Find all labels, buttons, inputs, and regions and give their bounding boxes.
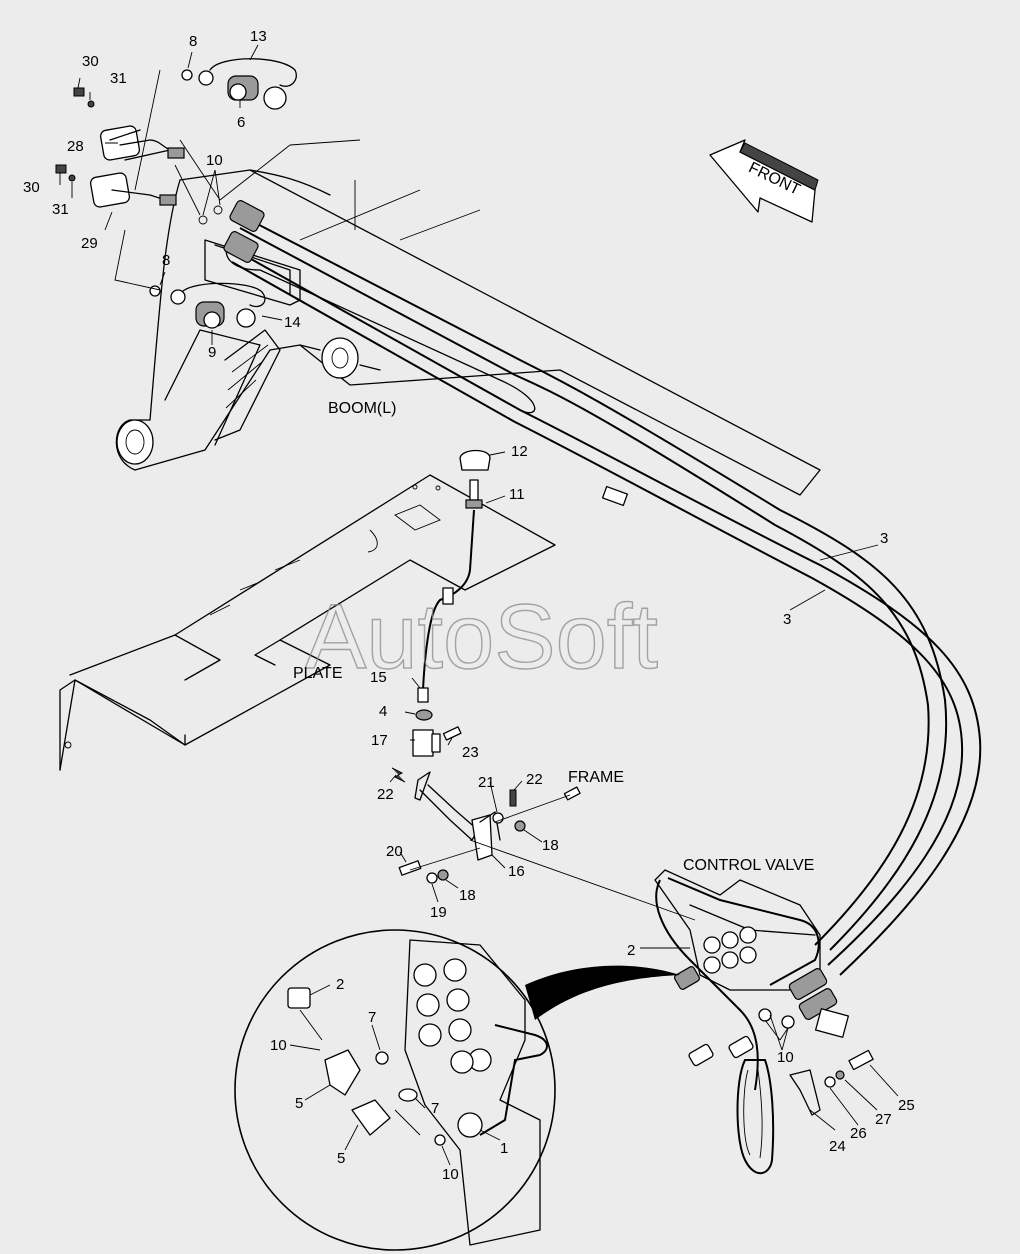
callout-number: 2 [627, 942, 635, 959]
callout-number: 4 [379, 703, 387, 720]
callout-number: 9 [208, 344, 216, 361]
callout-number: 8 [189, 33, 197, 50]
callout-number: 30 [23, 179, 40, 196]
fittings-upper [55, 58, 297, 329]
callout-number: 14 [284, 314, 301, 331]
callout-number: 26 [850, 1125, 867, 1142]
callout-number: 7 [431, 1100, 439, 1117]
callout-number: 3 [783, 611, 791, 628]
detail-view [234, 929, 680, 1251]
callout-number: 31 [110, 70, 127, 87]
callout-number: 19 [430, 904, 447, 921]
plate [59, 474, 556, 771]
callout-number: 2 [336, 976, 344, 993]
callout-number: 24 [829, 1138, 846, 1155]
callout-number: 21 [478, 774, 495, 791]
hoses-3 [223, 200, 982, 976]
callout-number: 12 [511, 443, 528, 460]
callout-number: 10 [442, 1166, 459, 1183]
callout-number: 23 [462, 744, 479, 761]
callout-number: 31 [52, 201, 69, 218]
callout-number: 28 [67, 138, 84, 155]
callout-number: 18 [542, 837, 559, 854]
callout-number: 22 [526, 771, 543, 788]
frame-bracket [391, 709, 581, 884]
callout-number: 10 [270, 1037, 287, 1054]
callout-number: 29 [81, 235, 98, 252]
label-frame: FRAME [568, 769, 624, 786]
boom-left [115, 139, 821, 507]
callout-number: 16 [508, 863, 525, 880]
label-control-valve: CONTROL VALVE [683, 857, 814, 874]
cable-assembly [417, 449, 491, 703]
callout-number: 13 [250, 28, 267, 45]
callout-number: 3 [880, 530, 888, 547]
callout-number: 30 [82, 53, 99, 70]
callout-number: 10 [777, 1049, 794, 1066]
label-boom: BOOM(L) [328, 400, 396, 417]
leader-lines [59, 44, 899, 1166]
callout-number: 8 [162, 252, 170, 269]
callouts: 30 31 8 13 6 28 10 30 31 29 8 14 9 12 11… [23, 28, 915, 1183]
callout-number: 27 [875, 1111, 892, 1128]
callout-number: 5 [337, 1150, 345, 1167]
callout-number: 10 [206, 152, 223, 169]
callout-number: 15 [370, 669, 387, 686]
watermark: AutoSoft [305, 586, 658, 688]
front-arrow: FRONT [709, 139, 819, 223]
callout-number: 5 [295, 1095, 303, 1112]
label-plate: PLATE [293, 665, 343, 682]
control-valve [469, 839, 874, 1175]
callout-number: 25 [898, 1097, 915, 1114]
callout-number: 6 [237, 114, 245, 131]
callout-number: 1 [500, 1140, 508, 1157]
callout-number: 17 [371, 732, 388, 749]
callout-number: 11 [509, 486, 525, 503]
callout-number: 20 [386, 843, 403, 860]
callout-number: 22 [377, 786, 394, 803]
callout-number: 7 [368, 1009, 376, 1026]
callout-number: 18 [459, 887, 476, 904]
